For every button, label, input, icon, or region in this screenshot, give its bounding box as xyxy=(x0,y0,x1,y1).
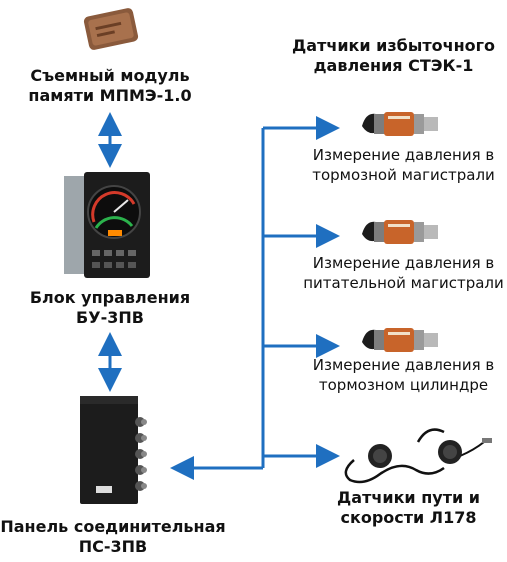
sensor-brake-line-line1: Измерение давления в xyxy=(312,146,495,164)
control-unit-label: Блок управления БУ-3ПВ xyxy=(10,288,210,328)
pressure-sensor-3-image xyxy=(362,328,438,352)
control-unit-line2: БУ-3ПВ xyxy=(76,308,144,327)
memory-module-line1: Съемный модуль xyxy=(30,66,190,85)
speed-sensors-image xyxy=(344,428,492,484)
connection-panel-label: Панель соединительная ПС-3ПВ xyxy=(0,517,226,557)
speed-sensors-label: Датчики пути и скорости Л178 xyxy=(310,488,507,528)
memory-module-line2: памяти МПМЭ-1.0 xyxy=(28,86,192,105)
pressure-sensor-2-image xyxy=(362,220,438,244)
sensor-brake-line-line2: тормозной магистрали xyxy=(312,166,495,184)
control-unit-line1: Блок управления xyxy=(29,288,191,307)
memory-module-image xyxy=(83,8,139,50)
speed-sensors-line1: Датчики пути и xyxy=(337,488,480,507)
sensor-brake-cylinder-line1: Измерение давления в xyxy=(312,356,495,374)
sensor-feed-line-label: Измерение давления в питательной магистр… xyxy=(300,253,507,293)
sensor-brake-cylinder-label: Измерение давления в тормозном цилиндре xyxy=(300,355,507,395)
pressure-sensor-1-image xyxy=(362,112,438,136)
pressure-sensors-title-line1: Датчики избыточного xyxy=(292,36,495,55)
sensor-brake-cylinder-line2: тормозном цилиндре xyxy=(318,376,489,394)
sensor-feed-line-line2: питательной магистрали xyxy=(303,274,504,292)
connection-panel-line1: Панель соединительная xyxy=(0,517,226,536)
speed-sensors-line2: скорости Л178 xyxy=(340,508,477,527)
sensor-feed-line-line1: Измерение давления в xyxy=(312,254,495,272)
sensor-brake-line-label: Измерение давления в тормозной магистрал… xyxy=(300,145,507,185)
pressure-sensors-title: Датчики избыточного давления СТЭК-1 xyxy=(280,36,507,76)
pressure-sensors-title-line2: давления СТЭК-1 xyxy=(313,56,474,75)
memory-module-label: Съемный модуль памяти МПМЭ-1.0 xyxy=(10,66,210,106)
connection-panel-line2: ПС-3ПВ xyxy=(78,537,148,556)
control-unit-image xyxy=(64,172,150,278)
connection-panel-image xyxy=(80,396,147,504)
